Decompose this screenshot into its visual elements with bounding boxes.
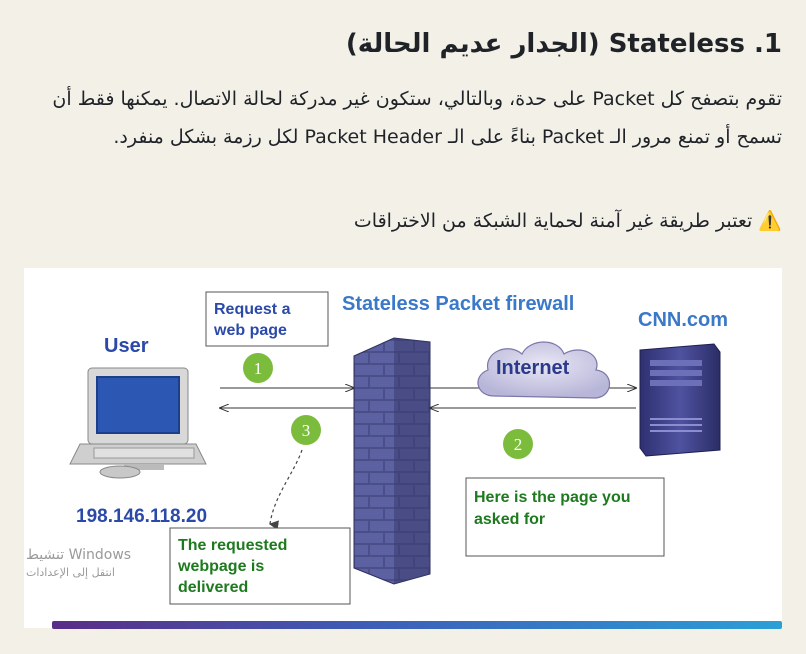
firewall-brick-wall-icon (353, 337, 431, 585)
gradient-divider (52, 621, 782, 629)
user-label: User (104, 335, 149, 357)
windows-activation-watermark: تنشيط Windows انتقل إلى الإعدادات (26, 546, 131, 582)
delivered-box (169, 527, 351, 605)
delivered-box-line3: delivered (178, 579, 248, 596)
response-box-line1: Here is the page you (474, 489, 631, 506)
activate-line1: تنشيط Windows (26, 547, 132, 563)
response-box (465, 477, 665, 557)
delivered-box-line1: The requested (178, 537, 287, 554)
warning-text: تعتبر طريقة غير آمنة لحماية الشبكة من ال… (353, 210, 753, 232)
request-box (205, 291, 329, 347)
stateless-firewall-diagram: Stateless Packet firewall Request a web … (24, 268, 782, 628)
response-box-line2: asked for (474, 511, 545, 528)
diagram-title: Stateless Packet firewall (342, 293, 574, 315)
ip-address-label: 198.146.118.20 (76, 506, 207, 527)
description-paragraph: تقوم بتصفح كل Packet على حدة، وبالتالي، … (52, 88, 782, 148)
server-label: CNN.com (638, 309, 728, 331)
cloud-icon (477, 341, 611, 399)
step-3-number: 3 (302, 421, 311, 440)
internet-label: Internet (496, 357, 570, 379)
request-box-line2: web page (213, 322, 287, 339)
warning-note: ⚠️ تعتبر طريقة غير آمنة لحماية الشبكة من… (24, 203, 782, 239)
warning-icon: ⚠️ (758, 210, 782, 232)
step-1-number: 1 (254, 359, 263, 378)
server-icon (639, 343, 721, 457)
computer-icon (69, 367, 207, 479)
step-2-number: 2 (514, 435, 523, 454)
request-box-line1: Request a (214, 301, 291, 318)
activate-line2: انتقل إلى الإعدادات (26, 566, 115, 579)
section-heading: 1. Stateless (الجدار عديم الحالة) (345, 29, 782, 59)
delivered-box-line2: webpage is (177, 558, 264, 575)
